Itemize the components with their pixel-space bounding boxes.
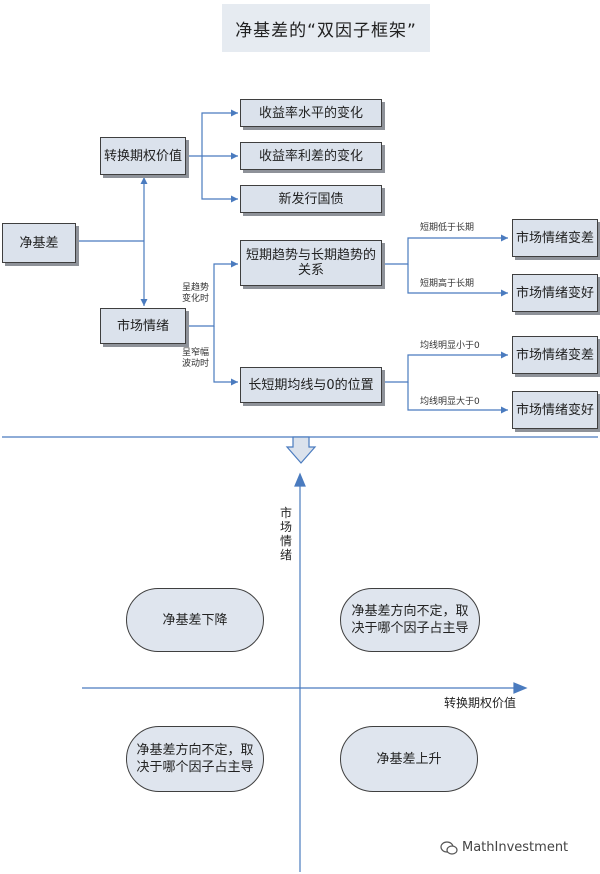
y-axis-label: 市场情绪 [279,506,292,562]
node-ma-position: 长短期均线与0的位置 [240,367,382,403]
connector-ma-above [407,382,508,414]
label-narrow-range: 呈窄幅 波动时 [182,348,209,370]
label-short-low: 短期低于长期 [420,223,475,233]
node-result-better-1: 市场情绪变好 [512,274,598,312]
label-trend-change-line1: 呈趋势 [182,283,210,293]
node-new-bonds: 新发行国债 [240,185,382,213]
connector-option-branch [186,109,238,157]
node-result-worse-2: 市场情绪变差 [512,336,598,374]
node-trend-relation: 短期趋势与长期趋势的关系 [240,240,382,286]
connector-trend-high [407,264,508,297]
diagram-title: 净基差的“双因子框架” [222,4,430,52]
node-net-basis: 净基差 [2,223,76,263]
node-market-sentiment: 市场情绪 [100,308,186,344]
node-yield-level: 收益率水平的变化 [240,99,382,127]
label-trend-change: 呈趋势 变化时 [182,283,209,305]
x-axis-arrowhead [513,682,528,694]
watermark: MathInvestment [440,840,568,855]
node-yield-spread: 收益率利差的变化 [240,142,382,170]
connector-option-newbond [201,156,238,203]
label-trend-change-line2: 变化时 [182,294,210,304]
label-ma-below: 均线明显小于0 [420,341,480,351]
quadrant-bottom-right: 净基差上升 [340,726,478,792]
quadrant-top-right: 净基差方向不定，取决于哪个因子占主导 [340,588,480,652]
node-option-value: 转换期权价值 [100,137,186,175]
down-arrow-icon [285,436,317,464]
quadrant-bottom-left: 净基差方向不定，取决于哪个因子占主导 [126,726,264,792]
connector-sentiment-ma [213,326,238,386]
connector-sentiment-branch [186,260,238,327]
x-axis-label: 转换期权价值 [444,696,517,710]
y-axis-arrowhead [294,472,306,487]
connector-ma-branch [382,351,508,383]
label-ma-above: 均线明显大于0 [420,397,480,407]
quadrant-top-left: 净基差下降 [126,588,264,652]
node-result-better-2: 市场情绪变好 [512,391,598,429]
label-narrow-line1: 呈窄幅 [182,348,210,358]
node-result-worse-1: 市场情绪变差 [512,219,598,257]
watermark-text: MathInvestment [462,840,569,855]
label-narrow-line2: 波动时 [182,359,210,369]
connector-trend-branch [382,234,508,265]
wechat-icon [440,840,458,855]
label-short-high: 短期高于长期 [420,279,475,289]
